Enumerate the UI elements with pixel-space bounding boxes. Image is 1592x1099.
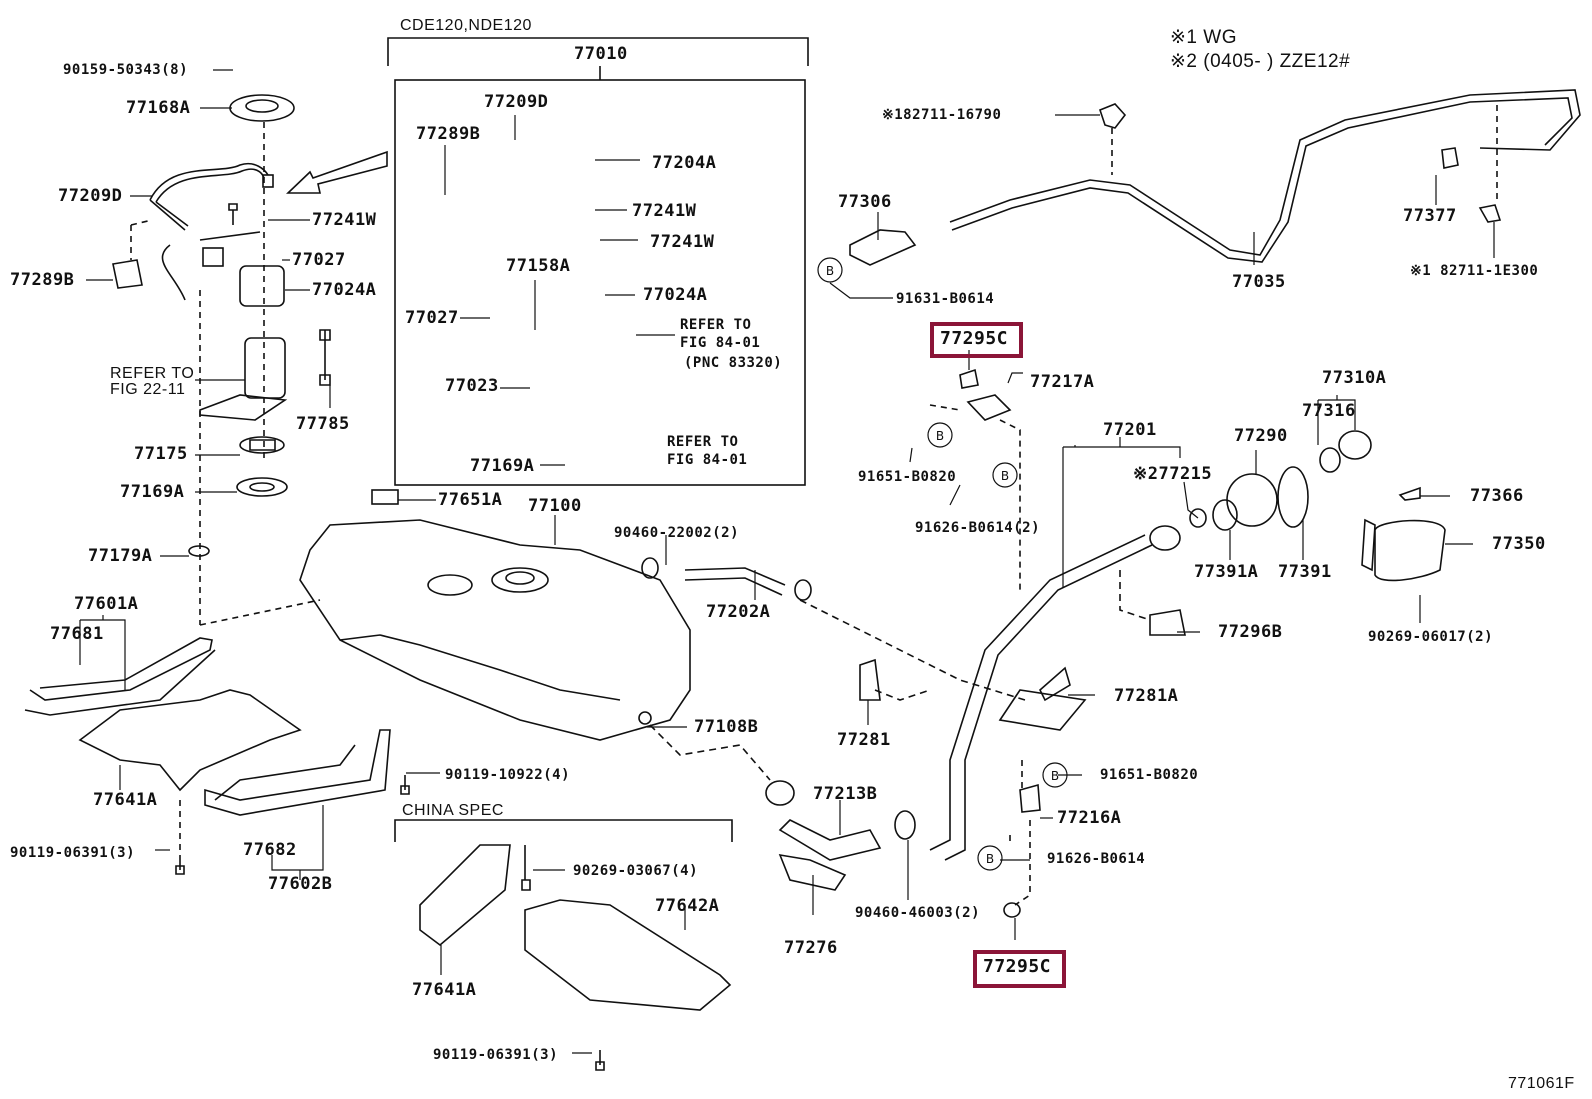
part-label-90119-06391[interactable]: 90119-06391(3) (433, 1047, 559, 1063)
bolt-letter: B (986, 852, 994, 866)
bolt-letter: B (936, 429, 944, 443)
part-label-77204A[interactable]: 77204A (652, 153, 717, 173)
part-label-90119-06391[interactable]: 90119-06391(3) (10, 845, 136, 861)
highlight-box-77295C[interactable]: 77295C (973, 950, 1066, 988)
fuel-lid-cable (849, 89, 1581, 266)
part-label-77350[interactable]: 77350 (1492, 534, 1546, 554)
part-label-77035[interactable]: 77035 (1232, 272, 1286, 292)
part-label-77241W[interactable]: 77241W (632, 201, 697, 221)
highlight-box-77295C[interactable]: 77295C (930, 322, 1023, 358)
part-label-91626-B0614[interactable]: 91626-B0614(2) (915, 520, 1041, 536)
part-label-77023[interactable]: 77023 (445, 376, 499, 396)
part-label-77027[interactable]: 77027 (405, 308, 459, 328)
china-spec-label: CHINA SPEC (402, 802, 504, 819)
part-label-77027[interactable]: 77027 (292, 250, 346, 270)
fuel-tank (299, 489, 691, 741)
left-pump-parts (112, 94, 331, 626)
part-label-77024A[interactable]: 77024A (312, 280, 377, 300)
part-label-77290[interactable]: 77290 (1234, 426, 1288, 446)
part-label-77241W[interactable]: 77241W (312, 210, 377, 230)
part-label-91631-B0614[interactable]: 91631-B0614 (896, 291, 995, 307)
bolt-callout-circles (817, 257, 1068, 871)
direction-arrow-icon (286, 150, 388, 194)
part-label-77391[interactable]: 77391 (1278, 562, 1332, 582)
part-label-77108B[interactable]: 77108B (694, 717, 759, 737)
part-label-77295C[interactable]: 77295C (940, 328, 1009, 349)
part-label-77169A[interactable]: 77169A (470, 456, 535, 476)
part-label-90269-03067[interactable]: 90269-03067(4) (573, 863, 699, 879)
part-label-91651-B0820[interactable]: 91651-B0820 (858, 469, 957, 485)
part-label-90460-22002[interactable]: 90460-22002(2) (614, 525, 740, 541)
refer-label: REFER TO (110, 365, 195, 382)
part-label-77602B[interactable]: 77602B (268, 874, 333, 894)
part-label-77642A[interactable]: 77642A (655, 896, 720, 916)
part-label-77216A[interactable]: 77216A (1057, 808, 1122, 828)
part-label-82711-16790[interactable]: ※182711-16790 (882, 107, 1002, 123)
part-label-77201[interactable]: 77201 (1103, 420, 1157, 440)
part-label-77215[interactable]: ※277215 (1133, 464, 1213, 484)
leader-lines (79, 69, 1495, 1054)
refer-fig-22-11[interactable]: FIG 22-11 (110, 381, 186, 398)
part-label-77316[interactable]: 77316 (1302, 401, 1356, 421)
part-label-77601A[interactable]: 77601A (74, 594, 139, 614)
part-label-90269-06017[interactable]: 90269-06017(2) (1368, 629, 1494, 645)
bolt-callout-letters: B B B B B (826, 264, 1059, 866)
bolt-letter: B (826, 264, 834, 278)
part-label-77641A[interactable]: 77641A (412, 980, 477, 1000)
part-label-90119-10922[interactable]: 90119-10922(4) (445, 767, 571, 783)
part-label-90460-46003[interactable]: 90460-46003(2) (855, 905, 981, 921)
china-spec-bracket (394, 819, 733, 842)
part-label-77682[interactable]: 77682 (243, 840, 297, 860)
part-label-77641A[interactable]: 77641A (93, 790, 158, 810)
part-label-77209D[interactable]: 77209D (484, 92, 549, 112)
figure-id: 771061F (1508, 1075, 1575, 1092)
part-label-77391A[interactable]: 77391A (1194, 562, 1259, 582)
refer-fig-84-01[interactable]: FIG 84-01 (680, 335, 761, 351)
part-label-77289B[interactable]: 77289B (10, 270, 75, 290)
china-spec-shields (175, 775, 732, 1071)
part-label-77100[interactable]: 77100 (528, 496, 582, 516)
part-label-77213B[interactable]: 77213B (813, 784, 878, 804)
note-2: ※2 (0405- ) ZZE12# (1170, 51, 1351, 72)
part-label-90159-50343[interactable]: 90159-50343(8) (63, 62, 189, 78)
part-label-91651-B0820[interactable]: 91651-B0820 (1100, 767, 1199, 783)
refer-pnc-83320: (PNC 83320) (684, 355, 783, 371)
part-label-77241W[interactable]: 77241W (650, 232, 715, 252)
refer-label: REFER TO (680, 317, 752, 333)
part-label-77024A[interactable]: 77024A (643, 285, 708, 305)
part-label-77276[interactable]: 77276 (784, 938, 838, 958)
part-label-77296B[interactable]: 77296B (1218, 622, 1283, 642)
note-1: ※1 WG (1170, 27, 1237, 48)
part-label-77175[interactable]: 77175 (134, 444, 188, 464)
part-label-77366[interactable]: 77366 (1470, 486, 1524, 506)
part-label-77169A[interactable]: 77169A (120, 482, 185, 502)
part-label-77306[interactable]: 77306 (838, 192, 892, 212)
part-label-77785[interactable]: 77785 (296, 414, 350, 434)
pump-assembly-frame (387, 37, 809, 486)
part-label-77010[interactable]: 77010 (574, 44, 628, 64)
bolt-letter: B (1051, 769, 1059, 783)
part-label-77202A[interactable]: 77202A (706, 602, 771, 622)
refer-label: REFER TO (667, 434, 739, 450)
part-label-77681[interactable]: 77681 (50, 624, 104, 644)
tank-straps-left (24, 637, 391, 816)
part-label-77289B[interactable]: 77289B (416, 124, 481, 144)
part-label-77281[interactable]: 77281 (837, 730, 891, 750)
part-label-77310A[interactable]: 77310A (1322, 368, 1387, 388)
part-label-77217A[interactable]: 77217A (1030, 372, 1095, 392)
part-label-77377[interactable]: 77377 (1403, 206, 1457, 226)
part-label-77158A[interactable]: 77158A (506, 256, 571, 276)
part-label-82711-1E300[interactable]: ※1 82711-1E300 (1410, 263, 1539, 279)
part-label-77179A[interactable]: 77179A (88, 546, 153, 566)
variant-label: CDE120,NDE120 (400, 17, 532, 34)
part-label-77168A[interactable]: 77168A (126, 98, 191, 118)
part-label-77281A[interactable]: 77281A (1114, 686, 1179, 706)
filler-pipes (649, 368, 1446, 918)
part-label-77209D[interactable]: 77209D (58, 186, 123, 206)
part-label-77651A[interactable]: 77651A (438, 490, 503, 510)
part-label-77295C[interactable]: 77295C (983, 956, 1052, 977)
bolt-letter: B (1001, 469, 1009, 483)
refer-fig-84-01[interactable]: FIG 84-01 (667, 452, 748, 468)
part-label-91626-B0614[interactable]: 91626-B0614 (1047, 851, 1146, 867)
